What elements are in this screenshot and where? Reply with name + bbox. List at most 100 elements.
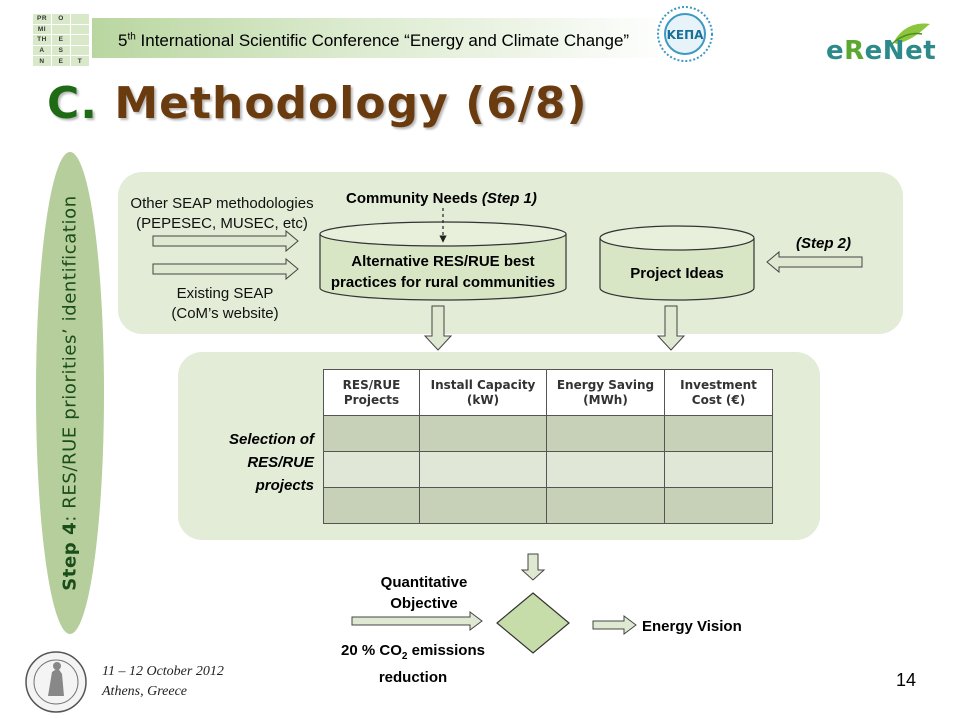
conference-banner (92, 18, 672, 58)
col-header-saving: Energy Saving(MWh) (546, 369, 665, 416)
title-letter: C. (47, 78, 99, 129)
erenet-leaf-icon (891, 23, 930, 45)
promithease-logo: PR O MI TH E A S N E T (33, 14, 89, 66)
table-cell (664, 415, 773, 452)
co2-line2: reduction (378, 669, 448, 686)
quantitative-line2: Objective (390, 595, 458, 612)
date-line: 11 – 12 October 2012 (102, 664, 224, 679)
location-line: Athens, Greece (102, 684, 187, 699)
header-line: (MWh) (583, 392, 628, 407)
logo-cell: MI (33, 24, 51, 35)
community-needs-label: Community Needs (Step 1) (346, 188, 537, 209)
step2-text: (Step 2) (796, 235, 852, 252)
logo-cell: E (52, 56, 70, 66)
university-seal-icon (25, 651, 87, 713)
logo-cell: A (33, 45, 51, 56)
erenet-logo: eReNet (826, 36, 936, 66)
erenet-rest: eNet (864, 36, 937, 66)
conference-superscript: th (127, 31, 136, 43)
conference-number: 5 (118, 31, 128, 50)
header-line: (kW) (466, 392, 500, 407)
header-line: RES/RUE (342, 377, 401, 392)
slide-title: C. Methodology (6/8) (47, 78, 588, 129)
table-cell (323, 451, 420, 488)
logo-cell: N (33, 56, 51, 66)
arrow-energy-vision (592, 615, 637, 635)
table-cell (664, 487, 773, 524)
logo-cell: PR (33, 14, 51, 24)
kepa-logo: ΚΕΠΑ (657, 6, 713, 62)
other-seap-line1: Other SEAP methodologies (130, 195, 314, 212)
logo-cell (71, 14, 89, 24)
table-cell (546, 451, 665, 488)
decision-diamond (496, 592, 570, 654)
table-row (323, 487, 773, 524)
arrow-down-decision (520, 553, 546, 581)
table-cell (323, 487, 420, 524)
logo-cell (71, 35, 89, 45)
alternative-practices-line2: practices for rural communities (330, 274, 556, 291)
conference-title: 5th International Scientific Conference … (118, 31, 629, 51)
co2-suffix: emissions (407, 642, 485, 659)
kepa-text: ΚΕΠΑ (667, 28, 705, 42)
step-sidebar (36, 152, 104, 634)
table-row (323, 451, 773, 488)
header-line: Energy Saving (556, 377, 655, 392)
other-seap-line2: (PEPESEC, MUSEC, etc) (136, 215, 308, 232)
logo-cell: E (52, 35, 70, 45)
quantitative-objective-label: Quantitative Objective (366, 572, 482, 614)
logo-cell: TH (33, 35, 51, 45)
alternative-practices-line1: Alternative RES/RUE best (351, 253, 535, 270)
arrow-objective (351, 611, 483, 631)
selection-label: Selection of RES/RUE projects (216, 428, 314, 497)
header-line: Cost (€) (691, 392, 746, 407)
step-number: Step 4 (59, 521, 81, 591)
header-line: Projects (343, 392, 400, 407)
header-line: Investment (680, 377, 757, 392)
selection-line3: projects (255, 477, 314, 494)
selection-line1: Selection of (228, 431, 314, 448)
table-cell (419, 487, 547, 524)
logo-cell (71, 45, 89, 56)
erenet-e: e (826, 36, 845, 66)
alternative-practices-label: Alternative RES/RUE best practices for r… (320, 251, 566, 293)
table-cell (419, 451, 547, 488)
community-needs-text: Community Needs (346, 190, 482, 207)
other-seap-label: Other SEAP methodologies (PEPESEC, MUSEC… (124, 194, 320, 234)
table-cell (546, 415, 665, 452)
step-description: : RES/RUE priorities’ identification (59, 195, 81, 522)
conference-name: International Scientific Conference “Ene… (135, 31, 630, 50)
logo-cell: O (52, 14, 70, 24)
conference-date: 11 – 12 October 2012 Athens, Greece (102, 662, 224, 702)
header-line: Install Capacity (430, 377, 536, 392)
erenet-r: R (844, 36, 865, 66)
co2-line1: 20 % CO2 emissions (336, 640, 490, 667)
quantitative-line1: Quantitative (380, 574, 468, 591)
step-label: Step 4: RES/RUE priorities’ identificati… (60, 173, 81, 613)
table-row (323, 415, 773, 452)
logo-cell: S (52, 45, 70, 56)
existing-seap-label: Existing SEAP (CoM’s website) (150, 284, 300, 324)
logo-cell: T (71, 56, 89, 66)
community-needs-step: (Step 1) (481, 190, 537, 207)
co2-target-label: 20 % CO2 emissions reduction (336, 640, 490, 688)
title-text: Methodology (6/8) (114, 78, 588, 129)
table-cell (323, 415, 420, 452)
selection-line2: RES/RUE (247, 454, 314, 471)
table-cell (664, 451, 773, 488)
page-number: 14 (896, 670, 917, 690)
energy-vision-label: Energy Vision (642, 618, 742, 635)
table-cell (546, 487, 665, 524)
col-header-capacity: Install Capacity(kW) (419, 369, 547, 416)
project-ideas-label: Project Ideas (630, 265, 724, 282)
co2-subscript: 2 (401, 651, 408, 662)
logo-cell (71, 24, 89, 35)
existing-seap-line2: (CoM’s website) (171, 305, 279, 322)
table-cell (419, 415, 547, 452)
logo-cell (52, 24, 70, 35)
step2-label: (Step 2) (796, 233, 851, 254)
